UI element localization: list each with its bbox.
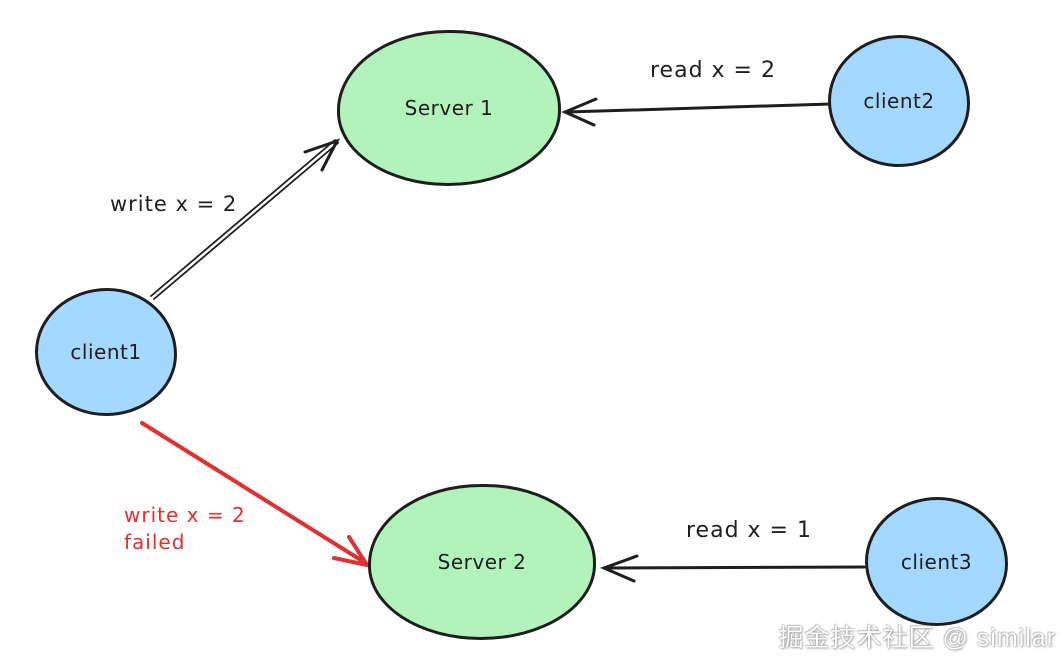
node-client3: client3 <box>865 497 1008 626</box>
edge-label-write-failed-line1: write x = 2 <box>124 503 246 527</box>
arrow-write-failed <box>140 421 372 568</box>
edge-label-read-x2: read x = 2 <box>650 58 776 83</box>
node-server2-label: Server 2 <box>437 550 527 574</box>
node-client2-label: client2 <box>863 89 935 113</box>
node-client2: client2 <box>828 35 970 167</box>
node-client1-label: client1 <box>70 340 142 364</box>
node-server1: Server 1 <box>337 30 561 186</box>
edge-label-read-x1: read x = 1 <box>686 518 812 543</box>
edge-label-write-failed-line2: failed <box>124 530 186 554</box>
arrow-read-x2 <box>561 97 833 127</box>
edge-label-write-failed: write x = 2 failed <box>124 502 246 556</box>
watermark: 掘金技术社区 @ similar <box>778 624 1056 652</box>
node-client3-label: client3 <box>900 549 973 574</box>
node-client1: client1 <box>35 288 177 416</box>
arrow-read-x1 <box>599 554 866 583</box>
node-server2: Server 2 <box>368 484 596 640</box>
edge-label-write-x2: write x = 2 <box>110 192 238 216</box>
node-server1-label: Server 1 <box>404 96 494 120</box>
arrow-write-x2 <box>150 138 341 300</box>
